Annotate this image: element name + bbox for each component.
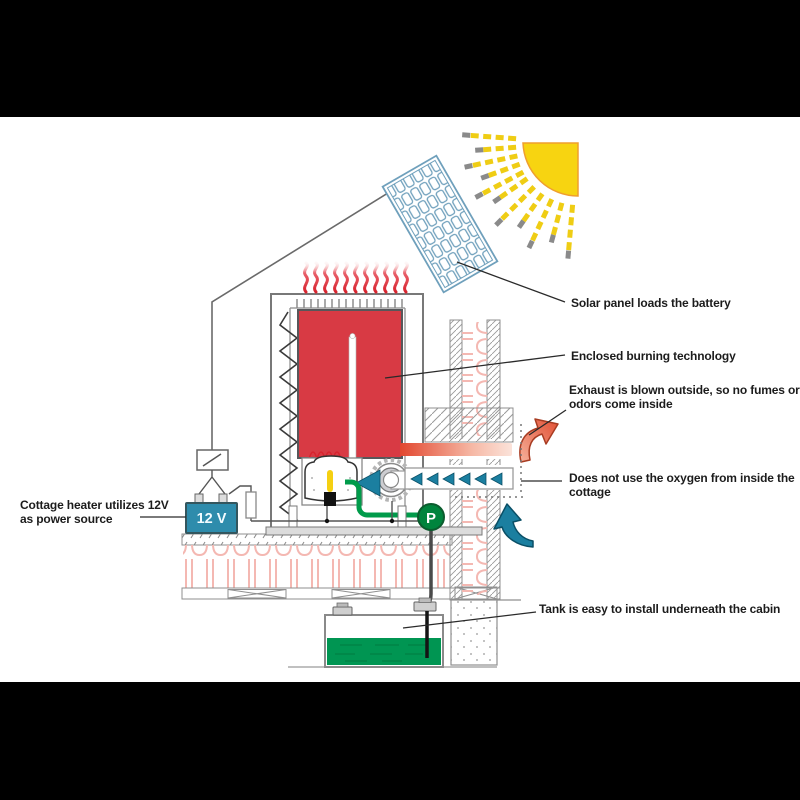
sun-icon [522, 142, 579, 197]
enclosure-spring-icon [278, 311, 299, 529]
pump-label: P [426, 510, 436, 527]
leader-tank [402, 611, 537, 629]
tank-inlet-cap-icon [413, 601, 437, 612]
wall-header-beam [424, 407, 514, 443]
roof-line [211, 187, 397, 450]
fresh-air-arrow-icon [493, 503, 534, 548]
label-exhaust: Exhaust is blown outside, so no fumes or… [569, 383, 800, 411]
leader-exhaust [528, 409, 567, 436]
tank-cap-icon [332, 606, 353, 616]
leader-burning [384, 354, 566, 379]
battery-voltage-label: 12 V [197, 511, 227, 527]
exhaust-out-arrow-icon [519, 418, 559, 463]
heat-waves-icon [303, 261, 409, 294]
label-oxygen: Does not use the oxygen from inside the … [569, 471, 795, 499]
battery-terminal-icon [194, 493, 204, 504]
label-solar-panel: Solar panel loads the battery [571, 296, 731, 310]
flame-icon [327, 470, 333, 492]
floor-section [181, 533, 501, 600]
label-tank: Tank is easy to install underneath the c… [539, 602, 781, 616]
fuel-tank [324, 597, 444, 668]
battery-terminal-icon [218, 493, 228, 504]
leader-lines [140, 261, 567, 629]
label-enclosed-burning: Enclosed burning technology [571, 349, 736, 363]
exhaust-pipe [400, 443, 512, 456]
fuel-pipe [345, 479, 418, 518]
wiring [251, 501, 418, 524]
battery: 12 V [185, 493, 238, 534]
solar-panel [381, 154, 499, 294]
label-power-source: Cottage heater utilizes 12V as power sou… [20, 498, 169, 526]
power-switch-icon [196, 449, 229, 471]
outside-boundary-guides [455, 424, 523, 498]
sun-rays-icon [462, 132, 576, 259]
airflow-arrows-icon [410, 472, 503, 486]
fan-icon [369, 458, 414, 502]
letterbox-bottom [0, 682, 800, 800]
letterbox-top [0, 0, 800, 117]
leader-solar [456, 261, 566, 303]
heater-base [265, 505, 483, 536]
intake-flow-arrow-icon [355, 469, 381, 497]
air-duct [355, 467, 514, 497]
fuse-icon [245, 491, 257, 519]
heater-core [297, 309, 403, 459]
battery-wires [198, 470, 252, 521]
burner [301, 451, 363, 506]
